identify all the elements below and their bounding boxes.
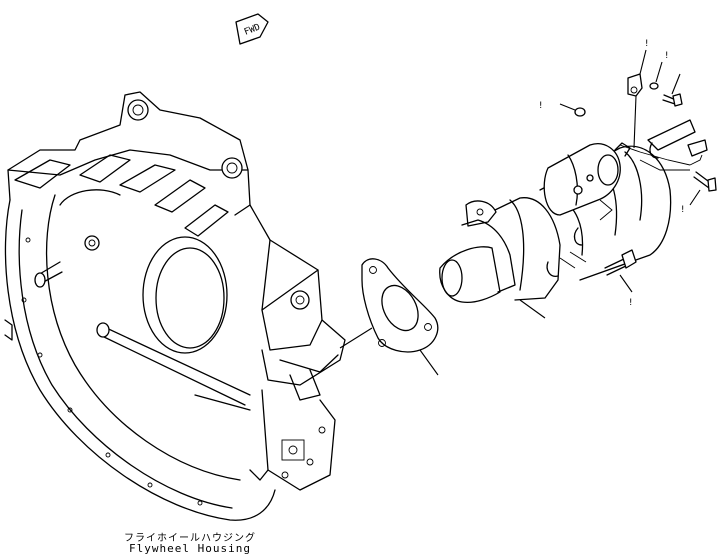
wire-bracket [647, 119, 708, 166]
starting-motor [439, 142, 691, 319]
terminal-screw: ! [680, 171, 717, 215]
terminal-clamp: ! ! [627, 39, 683, 149]
fwd-arrow-icon: FWD [235, 13, 269, 45]
marker-screw: ! [680, 205, 685, 215]
marker-washer-small: ! [538, 101, 543, 111]
flywheel-housing [4, 91, 346, 521]
small-washer: ! [538, 101, 586, 117]
marker-bolt: ! [628, 298, 633, 308]
marker-washer: ! [664, 51, 669, 61]
caption-japanese: フライホイールハウジング [124, 533, 256, 544]
mounting-bolt: ! [604, 249, 637, 308]
gasket [361, 258, 439, 376]
housing-callout [339, 327, 373, 349]
caption-english: Flywheel Housing [129, 542, 251, 555]
marker-clamp: ! [644, 39, 649, 49]
